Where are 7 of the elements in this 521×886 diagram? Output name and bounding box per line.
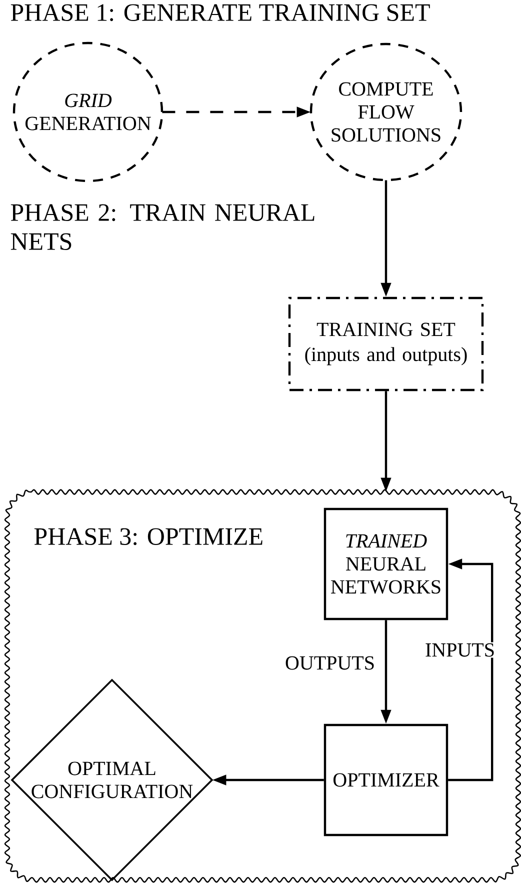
phase-heading: PHASE 2: TRAIN NEURAL NETS — [10, 204, 314, 250]
edge-label: OUTPUTS — [284, 655, 376, 671]
phase-heading: PHASE 1: GENERATE TRAINING SET — [10, 4, 430, 22]
edge-label: INPUTS — [424, 642, 496, 658]
process-box: TRAINED NEURAL NETWORKS — [324, 508, 448, 620]
data-box: TRAINING SET (inputs and outputs) — [288, 296, 484, 392]
process-box: OPTIMIZER — [324, 724, 448, 836]
